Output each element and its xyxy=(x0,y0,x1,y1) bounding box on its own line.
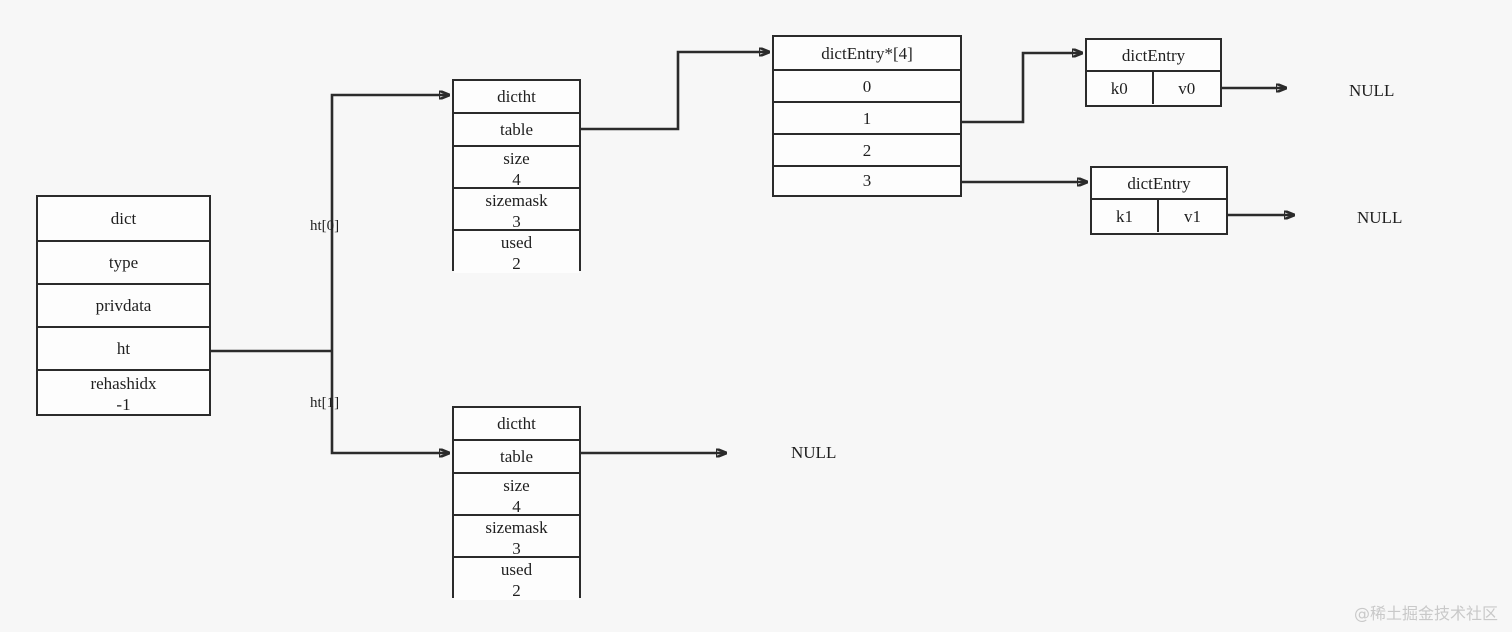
dictht-bottom-field-sizemask: sizemask 3 xyxy=(454,516,579,558)
dictht-bottom-field-sizemask-label: sizemask xyxy=(485,518,548,537)
dictht-top-field-size-label: size xyxy=(503,149,530,168)
dictht-bottom-title: dictht xyxy=(497,414,536,433)
dictht-top-field-used-label: used xyxy=(500,233,533,252)
dict-entry-k1-title: dictEntry xyxy=(1127,173,1191,193)
bucket-slot-0-label: 0 xyxy=(862,76,872,96)
dict-entry-k0-header: dictEntry xyxy=(1087,40,1220,72)
bucket-slot-3: 3 xyxy=(774,167,960,194)
bucket-slot-1: 1 xyxy=(774,103,960,135)
dictht-bottom-box: dictht table size 4 sizemask 3 used 2 xyxy=(452,406,581,600)
bucket-slot-2: 2 xyxy=(774,135,960,167)
branch-label-ht1: ht[1] xyxy=(310,395,340,411)
dict-entry-k1-value: v1 xyxy=(1184,206,1201,226)
bucket-slot-0: 0 xyxy=(774,71,960,103)
branch-label-ht0: ht[0] xyxy=(310,218,340,234)
dict-entry-k1-kv-row: k1 v1 xyxy=(1092,200,1226,232)
dict-struct-header: dict xyxy=(38,197,209,242)
dictht-top-field-size-value: 4 xyxy=(512,170,521,189)
dict-entry-k0-kv-row: k0 v0 xyxy=(1087,72,1220,104)
dict-field-type: type xyxy=(38,242,209,285)
dictht-top-box: dictht table size 4 sizemask 3 used 2 xyxy=(452,79,581,273)
dictht-top-field-used: used 2 xyxy=(454,231,579,273)
null-label-entry-k1: NULL xyxy=(1357,208,1403,227)
bucket-slot-1-label: 1 xyxy=(862,108,872,128)
wire-ht1-elbow xyxy=(330,452,449,453)
dict-entry-k1-key: k1 xyxy=(1092,200,1159,232)
dict-entry-k0-title: dictEntry xyxy=(1121,45,1186,65)
bucket-array-header: dictEntry*[4] xyxy=(774,37,960,71)
dictht-top-field-sizemask-label: sizemask xyxy=(485,191,548,210)
dictht-bottom-field-sizemask-value: 3 xyxy=(512,539,521,558)
dictht-top-header: dictht xyxy=(454,81,579,114)
dictht-top-field-used-value: 2 xyxy=(512,254,521,273)
dictht-top-field-sizemask-value: 3 xyxy=(512,212,521,231)
dict-entry-k0-box: dictEntry k0 v0 xyxy=(1085,38,1222,107)
dictht-top-field-size: size 4 xyxy=(454,147,579,189)
dict-struct-title: dict xyxy=(110,209,137,228)
dictht-bottom-field-table: table xyxy=(454,441,579,474)
dictht-bottom-field-size-label: size xyxy=(503,476,530,495)
bucket-array-box: dictEntry*[4] 0 1 2 3 xyxy=(772,35,962,197)
dict-entry-k1-box: dictEntry k1 v1 xyxy=(1090,166,1228,235)
dictht-bottom-field-used: used 2 xyxy=(454,558,579,600)
dictht-bottom-field-used-value: 2 xyxy=(512,581,521,600)
bucket-array-title: dictEntry*[4] xyxy=(821,43,913,63)
dictht-top-field-table-label: table xyxy=(499,120,534,139)
dictht-bottom-field-size: size 4 xyxy=(454,474,579,516)
bucket-slot-3-label: 3 xyxy=(862,171,872,190)
dict-field-rehashidx-value: -1 xyxy=(116,395,131,413)
dictht-bottom-field-table-label: table xyxy=(499,447,534,466)
dict-field-privdata-label: privdata xyxy=(95,296,152,315)
dict-entry-k1-header: dictEntry xyxy=(1092,168,1226,200)
dictht-top-field-table: table xyxy=(454,114,579,147)
dictht-bottom-field-size-value: 4 xyxy=(512,497,521,516)
bucket-slot-2-label: 2 xyxy=(862,140,872,160)
dict-entry-k0-key: k0 xyxy=(1087,72,1154,104)
dictht-top-title: dictht xyxy=(497,87,536,106)
null-label-ht1-table: NULL xyxy=(791,443,837,462)
dict-field-privdata: privdata xyxy=(38,285,209,328)
null-label-entry-k0: NULL xyxy=(1349,81,1395,100)
dict-field-type-label: type xyxy=(108,253,139,272)
dict-field-rehashidx: rehashidx -1 xyxy=(38,371,209,413)
dictht-top-field-sizemask: sizemask 3 xyxy=(454,189,579,231)
dictht-bottom-field-used-label: used xyxy=(500,560,533,579)
wire-ht0-elbow xyxy=(330,95,449,228)
dict-entry-k0-value: v0 xyxy=(1178,78,1196,98)
dictht-bottom-header: dictht xyxy=(454,408,579,441)
dict-field-rehashidx-label: rehashidx xyxy=(90,374,157,393)
wire-slot1-to-entry-k0 xyxy=(962,53,1082,124)
dict-field-ht: ht xyxy=(38,328,209,371)
wire-table-to-bucket-array xyxy=(581,52,769,131)
watermark: @稀土掘金技术社区 xyxy=(1353,604,1498,623)
dict-struct-box: dict type privdata ht rehashidx -1 xyxy=(36,195,211,416)
dict-field-ht-label: ht xyxy=(116,339,131,358)
